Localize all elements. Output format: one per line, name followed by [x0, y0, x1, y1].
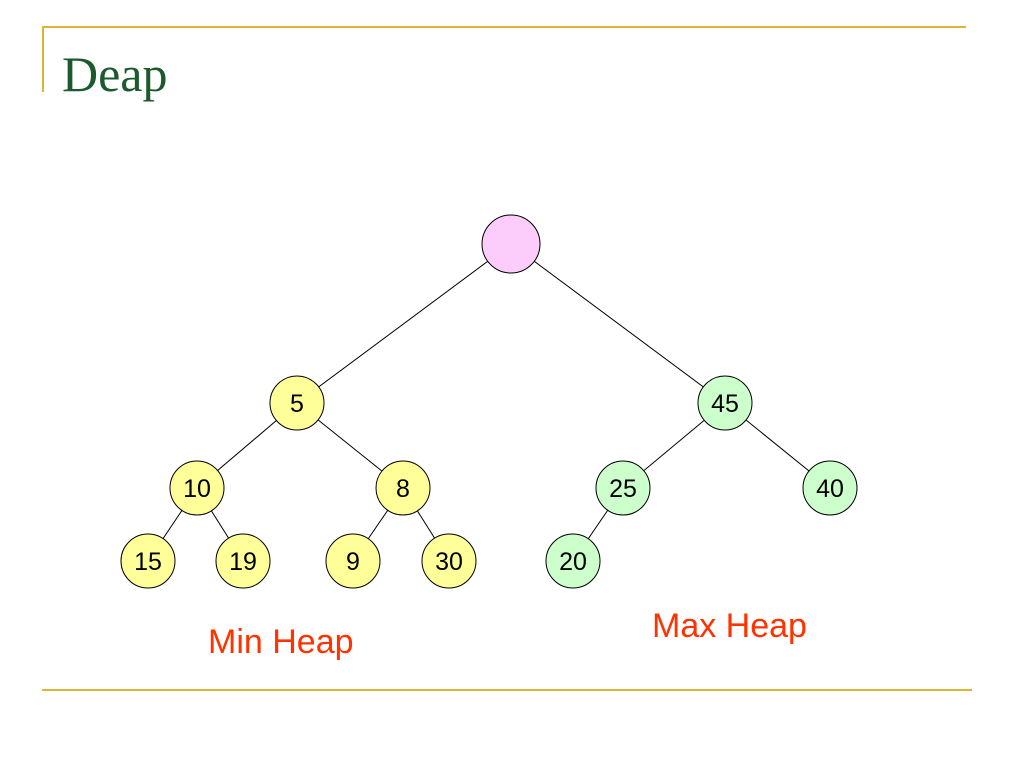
node-value: 25: [609, 475, 637, 503]
tree-node-45: 45: [697, 375, 753, 431]
tree-node-8: 8: [375, 460, 431, 516]
max-heap-label: Max Heap: [652, 607, 807, 645]
slide-title: Deap: [62, 46, 168, 102]
tree-node-10: 10: [169, 460, 225, 516]
node-circle: [545, 533, 601, 589]
node-value: 9: [346, 548, 360, 576]
node-circle: [325, 533, 381, 589]
node-circle: [375, 460, 431, 516]
tree-nodes: 5 45 10 8 25 40 15 19 9 30 20: [120, 214, 858, 589]
min-heap-label: Min Heap: [208, 623, 354, 661]
tree-node-5: 5: [269, 375, 325, 431]
tree-node-20: 20: [545, 533, 601, 589]
tree-node-25: 25: [595, 460, 651, 516]
node-circle: [802, 460, 858, 516]
node-circle: [169, 460, 225, 516]
node-value: 40: [816, 475, 844, 503]
node-value: 20: [559, 548, 587, 576]
edge-root-n45: [510, 243, 726, 404]
node-circle: [595, 460, 651, 516]
node-value: 8: [396, 475, 410, 503]
node-circle: [697, 375, 753, 431]
node-value: 19: [229, 548, 257, 576]
tree-node-30: 30: [421, 533, 477, 589]
left-accent-line: [42, 26, 44, 92]
node-value: 45: [711, 390, 739, 418]
root-node: [481, 214, 541, 274]
tree-node-9: 9: [325, 533, 381, 589]
node-value: 10: [183, 475, 211, 503]
top-accent-line: [42, 26, 966, 28]
tree-node-40: 40: [802, 460, 858, 516]
node-circle: [215, 533, 271, 589]
tree-node-15: 15: [120, 533, 176, 589]
node-value: 5: [290, 390, 304, 418]
node-circle: [421, 533, 477, 589]
node-value: 30: [435, 548, 463, 576]
node-circle: [481, 214, 541, 274]
node-circle: [120, 533, 176, 589]
tree-node-19: 19: [215, 533, 271, 589]
bottom-accent-line: [42, 689, 972, 691]
node-value: 15: [134, 548, 162, 576]
node-circle: [269, 375, 325, 431]
edge-root-n5: [296, 243, 512, 404]
